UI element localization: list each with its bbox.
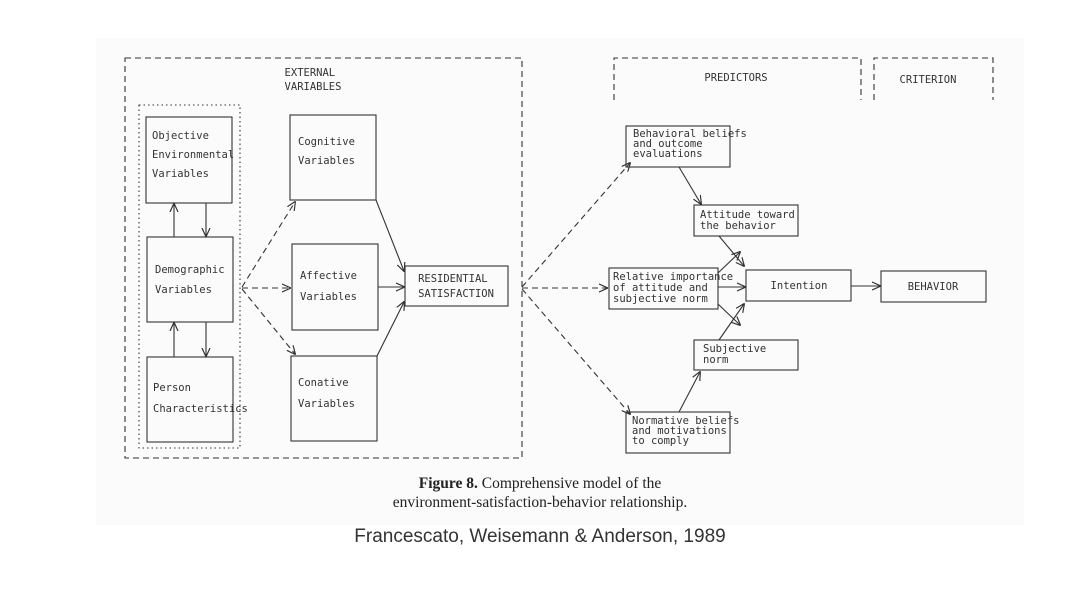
inner-dotted-frame xyxy=(138,104,241,449)
arrow-satisfaction-to-normative xyxy=(521,288,630,414)
behavioral-beliefs-label: Behavioral beliefs and outcome evaluatio… xyxy=(633,128,753,160)
arrow-dashed-to-conative xyxy=(241,288,295,354)
behavior-label: BEHAVIOR xyxy=(908,281,959,293)
predictors-frame xyxy=(613,57,862,100)
residential-satisfaction-box xyxy=(404,265,509,307)
arrow-relative-to-attitude-path xyxy=(717,252,740,274)
person-label: Person Characteristics xyxy=(153,382,248,415)
behavioral-beliefs-box xyxy=(625,125,731,168)
paper-background xyxy=(96,38,1024,525)
person-characteristics-box xyxy=(146,356,234,443)
arrow-dashed-to-cognitive xyxy=(241,202,295,288)
affective-label: Affective Variables xyxy=(300,270,363,303)
arrow-behavioral-to-attitude xyxy=(678,166,701,204)
caption-label: Figure 8. xyxy=(418,475,478,492)
arrow-attitude-to-intention xyxy=(718,235,744,266)
residential-satisfaction-label: RESIDENTIAL SATISFACTION xyxy=(418,273,494,300)
relative-importance-box xyxy=(608,267,719,310)
predictors-label: PREDICTORS xyxy=(704,72,767,84)
external-variables-frame xyxy=(124,57,523,459)
arrow-conative-to-satisfaction xyxy=(376,302,404,357)
external-variables-label: EXTERNAL VARIABLES xyxy=(285,67,342,93)
cognitive-label: Cognitive Variables xyxy=(298,136,361,167)
conative-box xyxy=(290,355,378,442)
caption-line-1-text: Comprehensive model of the xyxy=(481,475,662,492)
intention-label: Intention xyxy=(771,280,828,292)
attitude-label: Attitude toward the behavior xyxy=(700,209,801,232)
arrow-satisfaction-to-behavioral xyxy=(521,163,630,288)
figure-caption: Figure 8. Comprehensive model of the env… xyxy=(330,474,750,512)
arrow-cognitive-to-satisfaction xyxy=(375,199,404,271)
cognitive-box xyxy=(289,114,377,201)
caption-line-2: environment-satisfaction-behavior relati… xyxy=(392,494,688,511)
behavior-box xyxy=(880,270,987,303)
demographic-label: Demographic Variables xyxy=(155,264,231,296)
attitude-box xyxy=(693,204,799,237)
criterion-label: CRITERION xyxy=(900,74,957,86)
demographic-box xyxy=(146,236,234,323)
affective-box xyxy=(291,243,379,331)
normative-beliefs-box xyxy=(625,411,731,454)
arrow-normative-to-subjective xyxy=(678,372,700,413)
arrow-relative-to-norm-path xyxy=(717,303,740,325)
criterion-frame xyxy=(873,57,994,100)
normative-beliefs-label: Normative beliefs and motivations to com… xyxy=(632,415,746,447)
relative-importance-label: Relative importance of attitude and subj… xyxy=(613,271,739,305)
arrow-subjective-to-intention xyxy=(718,304,744,341)
conative-label: Conative Variables xyxy=(298,377,355,410)
objective-label: Objective Environmental Variables xyxy=(152,130,241,180)
caption-line-1: Figure 8. Comprehensive model of the xyxy=(330,474,750,493)
citation-credit: Francescato, Weisemann & Anderson, 1989 xyxy=(354,526,726,547)
objective-environmental-box xyxy=(145,116,233,204)
subjective-norm-label: Subjective norm xyxy=(703,343,773,366)
subjective-norm-box xyxy=(693,339,799,371)
